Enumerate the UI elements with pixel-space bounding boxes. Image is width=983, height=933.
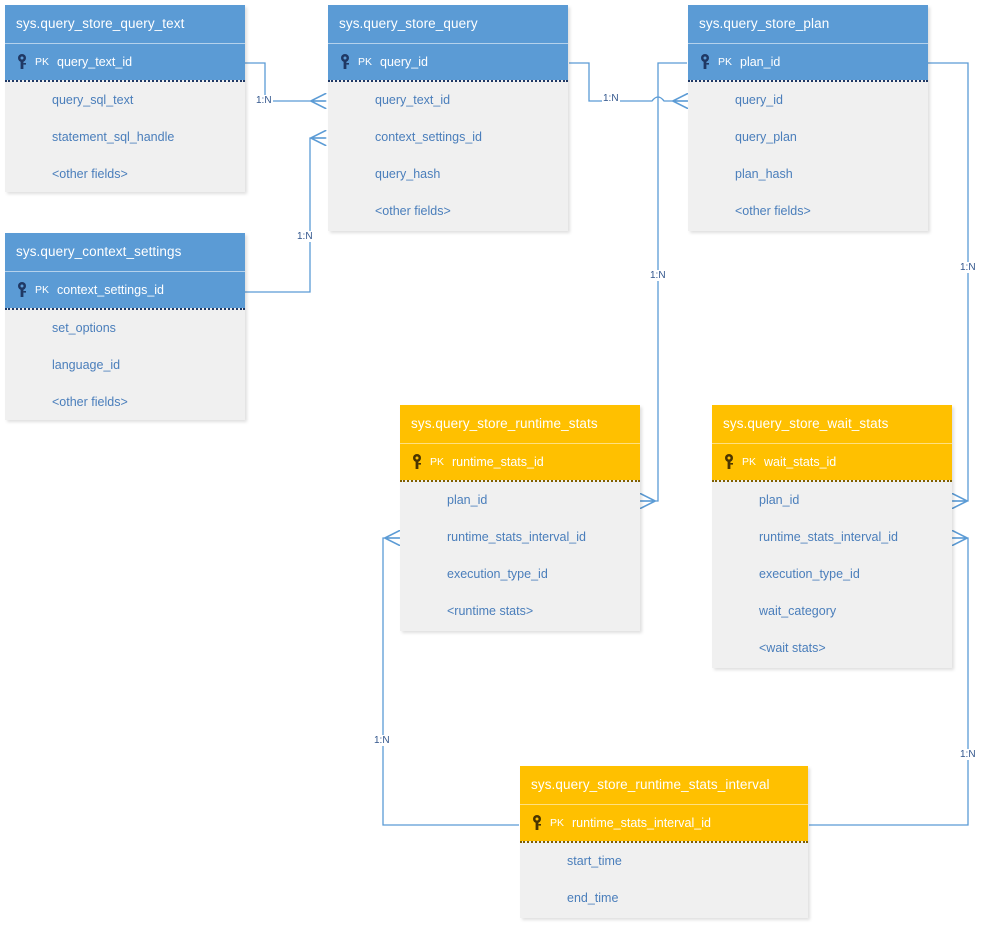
key-icon [533, 815, 541, 830]
entity-pk-row[interactable]: PK query_id [328, 43, 568, 80]
entity-fields: set_options language_id <other fields> [5, 310, 245, 421]
rel-label-r4: 1:N [649, 270, 667, 281]
pk-field-name: query_text_id [57, 55, 133, 69]
rel-label-r5: 1:N [959, 262, 977, 273]
field-row: runtime_stats_interval_id [447, 530, 586, 544]
entity-pk-row[interactable]: PK context_settings_id [5, 271, 245, 308]
connector-plan-to-runtime-stats [641, 62, 687, 501]
pk-field-name: runtime_stats_id [452, 455, 544, 469]
pk-field-name: query_id [380, 55, 428, 69]
field-row: execution_type_id [759, 567, 860, 581]
pk-badge: PK [35, 56, 50, 68]
connector-context-settings-to-query [245, 138, 325, 293]
field-row: plan_id [759, 493, 800, 507]
entity-title: sys.query_store_query_text [5, 5, 245, 43]
entity-query-store-query-text[interactable]: sys.query_store_query_text PK query_text… [5, 5, 245, 192]
pk-badge: PK [430, 456, 445, 468]
field-row: <other fields> [52, 395, 128, 409]
pk-separator [688, 80, 928, 82]
field-row: wait_category [759, 604, 837, 618]
entity-title: sys.query_context_settings [5, 233, 245, 271]
entity-title: sys.query_store_plan [688, 5, 928, 43]
field-row: query_text_id [375, 93, 451, 107]
field-row: end_time [567, 891, 619, 905]
connector-query-to-plan [569, 62, 687, 101]
field-row: query_id [735, 93, 783, 107]
pk-separator [328, 80, 568, 82]
field-row: statement_sql_handle [52, 130, 175, 144]
entity-fields: query_sql_text statement_sql_handle <oth… [5, 82, 245, 193]
entity-query-store-query[interactable]: sys.query_store_query PK query_id query_… [328, 5, 568, 231]
field-row: query_hash [375, 167, 441, 181]
field-row: language_id [52, 358, 121, 372]
key-icon [413, 454, 421, 469]
pk-separator [520, 841, 808, 843]
rel-label-r3: 1:N [602, 93, 620, 104]
entity-query-context-settings[interactable]: sys.query_context_settings PK context_se… [5, 233, 245, 420]
pk-field-name: runtime_stats_interval_id [572, 816, 711, 830]
pk-separator [5, 308, 245, 310]
key-icon [701, 54, 709, 69]
pk-field-name: wait_stats_id [764, 455, 837, 469]
pk-separator [5, 80, 245, 82]
field-row: query_plan [735, 130, 797, 144]
entity-pk-row[interactable]: PK runtime_stats_id [400, 443, 640, 480]
field-row: plan_hash [735, 167, 793, 181]
pk-badge: PK [550, 817, 565, 829]
entity-pk-row[interactable]: PK wait_stats_id [712, 443, 952, 480]
entity-fields: start_time end_time [520, 843, 808, 917]
field-row: context_settings_id [375, 130, 483, 144]
pk-separator [400, 480, 640, 482]
field-row: execution_type_id [447, 567, 548, 581]
pk-badge: PK [718, 56, 733, 68]
entity-title: sys.query_store_runtime_stats_interval [520, 766, 808, 804]
entity-pk-row[interactable]: PK plan_id [688, 43, 928, 80]
field-row: set_options [52, 321, 116, 335]
field-row: start_time [567, 854, 622, 868]
entity-pk-row[interactable]: PK query_text_id [5, 43, 245, 80]
rel-label-r2: 1:N [296, 231, 314, 242]
entity-title: sys.query_store_runtime_stats [400, 405, 640, 443]
entity-fields: query_text_id context_settings_id query_… [328, 82, 568, 230]
pk-badge: PK [742, 456, 757, 468]
field-row: <wait stats> [759, 641, 826, 655]
pk-badge: PK [35, 284, 50, 296]
field-row: plan_id [447, 493, 488, 507]
entity-fields: plan_id runtime_stats_interval_id execut… [712, 482, 952, 667]
entity-query-store-runtime-stats-interval[interactable]: sys.query_store_runtime_stats_interval P… [520, 766, 808, 918]
field-row: query_sql_text [52, 93, 134, 107]
pk-field-name: context_settings_id [57, 283, 165, 297]
field-row: <other fields> [375, 204, 451, 218]
pk-field-name: plan_id [740, 55, 781, 69]
field-row: <other fields> [52, 167, 128, 181]
rel-label-r7: 1:N [959, 749, 977, 760]
entity-pk-row[interactable]: PK runtime_stats_interval_id [520, 804, 808, 841]
key-icon [18, 282, 26, 297]
key-icon [341, 54, 349, 69]
rel-label-r1: 1:N [255, 95, 273, 106]
entity-title: sys.query_store_wait_stats [712, 405, 952, 443]
rel-label-r6: 1:N [373, 735, 391, 746]
entity-query-store-wait-stats[interactable]: sys.query_store_wait_stats PK wait_stats… [712, 405, 952, 668]
key-icon [725, 454, 733, 469]
field-row: <other fields> [735, 204, 811, 218]
entity-query-store-plan[interactable]: sys.query_store_plan PK plan_id query_id… [688, 5, 928, 231]
entity-title: sys.query_store_query [328, 5, 568, 43]
entity-fields: query_id query_plan plan_hash <other fie… [688, 82, 928, 230]
key-icon [18, 54, 26, 69]
field-row: runtime_stats_interval_id [759, 530, 898, 544]
entity-fields: plan_id runtime_stats_interval_id execut… [400, 482, 640, 630]
pk-badge: PK [358, 56, 373, 68]
field-row: <runtime stats> [447, 604, 534, 618]
entity-query-store-runtime-stats[interactable]: sys.query_store_runtime_stats PK runtime… [400, 405, 640, 631]
pk-separator [712, 480, 952, 482]
